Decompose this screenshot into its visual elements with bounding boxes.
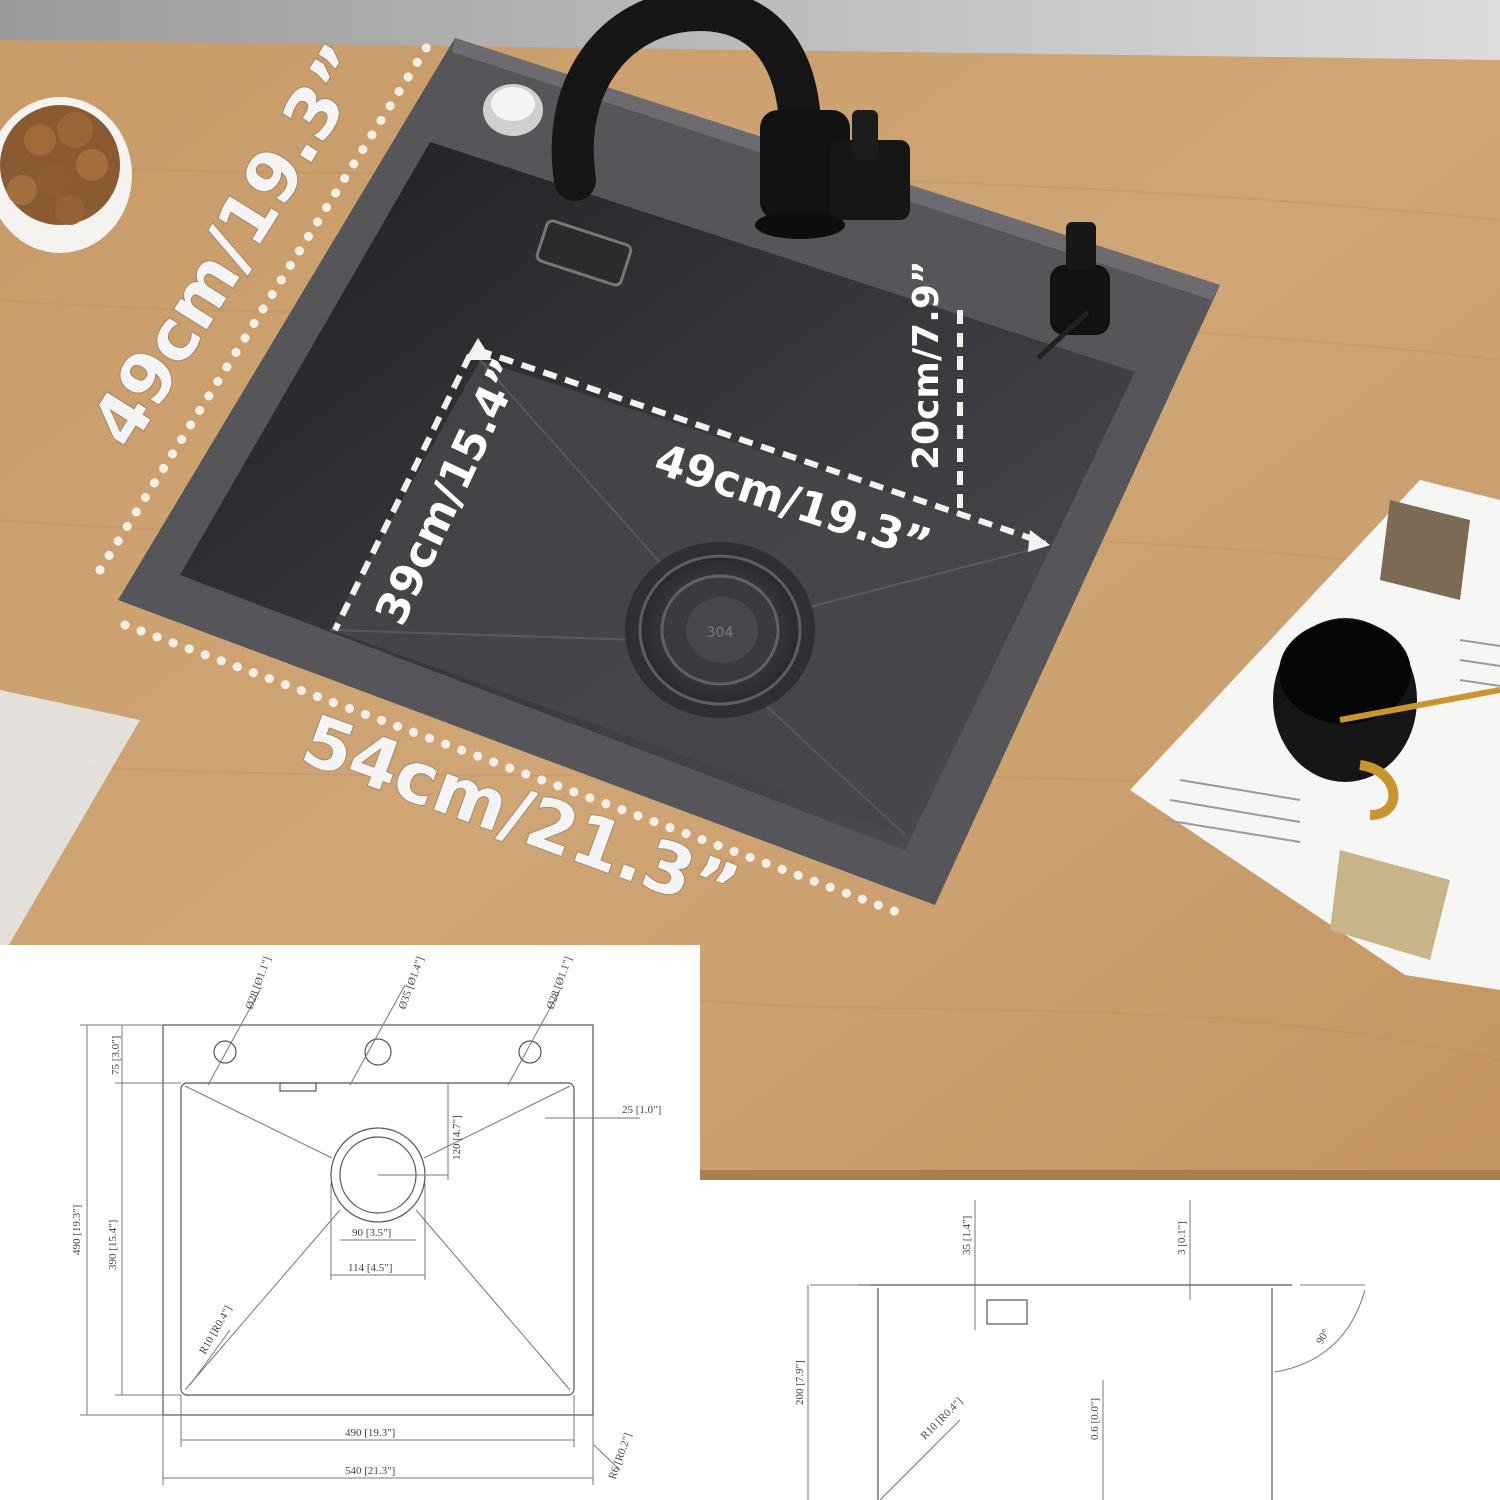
top-view-drawing-panel-extension <box>0 1175 700 1500</box>
inner-width-dimension-line <box>477 347 1046 546</box>
outer-width-dimension-line <box>120 620 910 920</box>
inner-depth-dimension-line <box>332 353 473 632</box>
outer-depth-dimension-line <box>95 37 435 575</box>
cabinet-front <box>0 690 140 960</box>
drain-stamp: 304 <box>707 625 734 641</box>
bowl-depth-label: 20cm/7.9” <box>906 260 947 470</box>
faucet[interactable] <box>551 0 910 239</box>
tap-hole-cover <box>483 84 543 136</box>
overflow-slot <box>535 219 633 287</box>
soap-dispenser[interactable] <box>1036 222 1110 360</box>
coffee-cup <box>1273 618 1500 820</box>
walnut-bowl <box>0 97 132 253</box>
drain: 304 <box>625 542 815 718</box>
